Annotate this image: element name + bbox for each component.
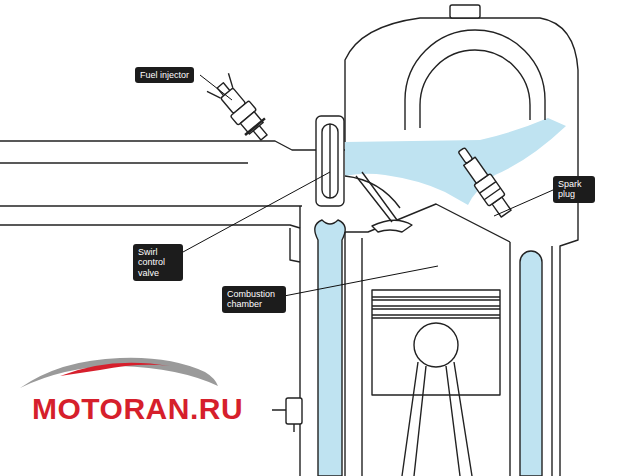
callout-label: Combustion chamber xyxy=(222,286,286,313)
label-text: Swirl control valve xyxy=(138,247,178,278)
label-text: Combustion chamber xyxy=(227,289,281,310)
label-text: Spark plug xyxy=(558,179,590,200)
callout-label: Swirl control valve xyxy=(133,244,183,281)
callout-label: Spark plug xyxy=(553,176,595,203)
callout-label: Fuel injector xyxy=(135,67,194,83)
label-text: Fuel injector xyxy=(140,70,189,80)
watermark: MOTORAN.RU xyxy=(32,392,243,426)
